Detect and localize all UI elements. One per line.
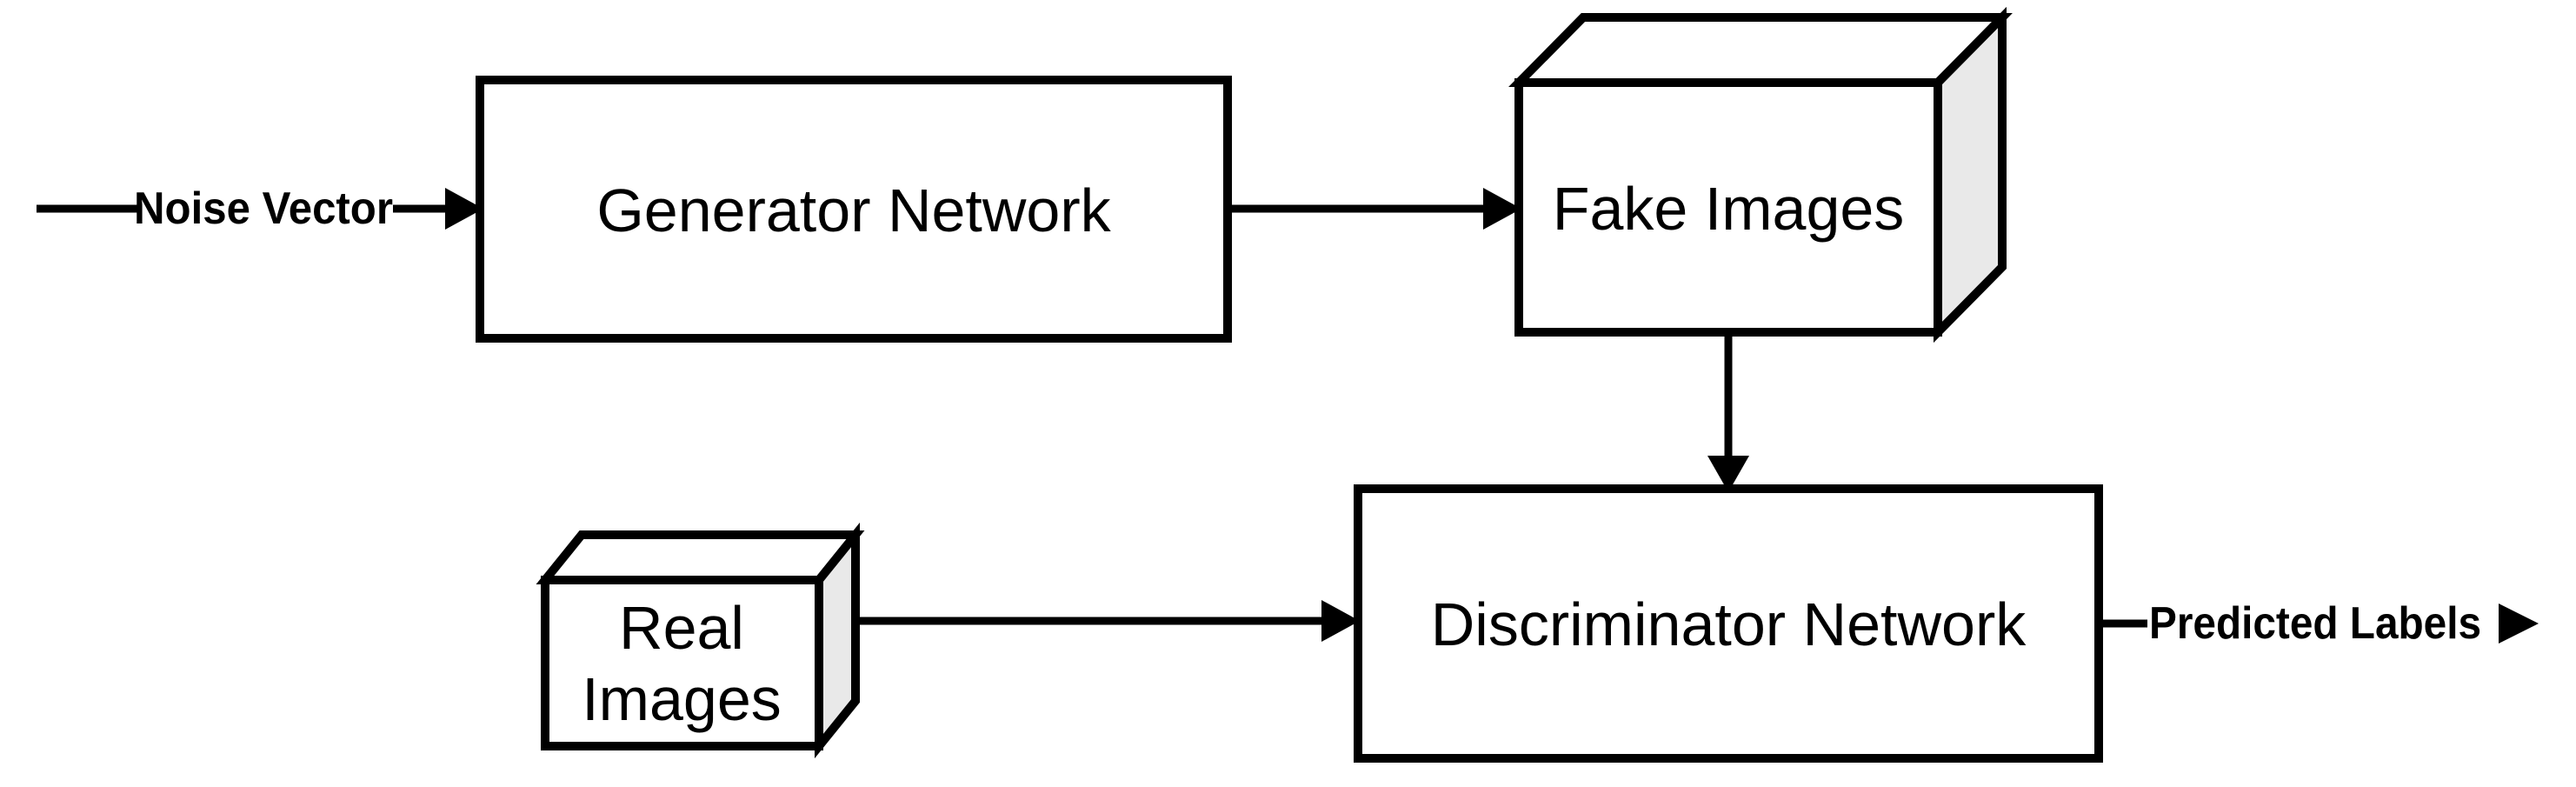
edge-noise-to-generator: Noise Vector <box>37 183 483 234</box>
discriminator-label: Discriminator Network <box>1431 590 2027 658</box>
arrowhead-right-icon <box>445 188 483 230</box>
discriminator-box <box>1354 484 2103 763</box>
node-real-images: Real Images <box>536 522 865 759</box>
edge-generator-to-fake-images <box>1228 188 1521 230</box>
fake-images-label: Fake Images <box>1553 175 1905 243</box>
edge-discriminator-to-output: Predicted Labels <box>2099 598 2539 649</box>
edge-fake-images-to-discriminator <box>1707 335 1749 492</box>
real-images-top-face <box>536 530 865 584</box>
node-generator-network: Generator Network <box>476 76 1232 343</box>
generator-label: Generator Network <box>596 177 1111 244</box>
predicted-labels-label: Predicted Labels <box>2149 598 2481 649</box>
real-images-side-face <box>815 522 860 759</box>
arrowhead-right-icon <box>1483 188 1521 230</box>
real-images-front-face <box>541 576 823 750</box>
real-images-label-line1: Real <box>619 594 744 662</box>
generator-box <box>476 76 1232 343</box>
arrowhead-right-icon <box>1321 600 1360 642</box>
fake-images-top-face <box>1508 13 2013 87</box>
noise-vector-label: Noise Vector <box>134 183 393 234</box>
arrowhead-down-icon <box>1707 456 1749 492</box>
real-images-label-line2: Images <box>582 665 782 733</box>
edge-real-images-to-discriminator <box>855 600 1360 642</box>
arrowhead-right-icon <box>2499 604 2539 644</box>
node-fake-images: Fake Images <box>1508 6 2013 343</box>
node-discriminator-network: Discriminator Network <box>1354 484 2103 763</box>
